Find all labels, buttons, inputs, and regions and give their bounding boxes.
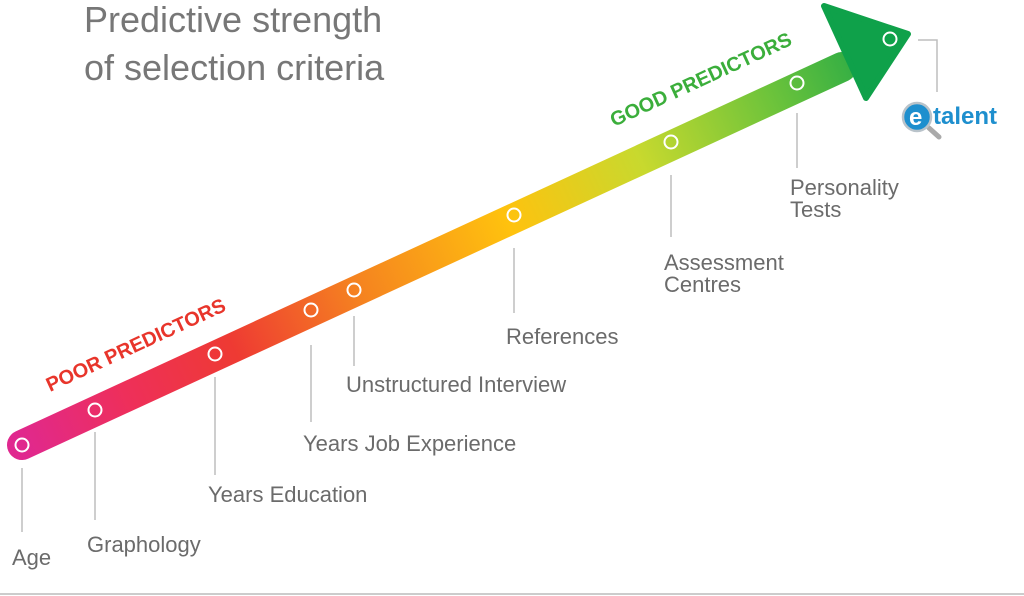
- criterion-marker: [346, 282, 362, 298]
- logo-word: talent: [933, 103, 997, 130]
- criterion-marker: [506, 207, 522, 223]
- criterion-label-references: References: [506, 324, 619, 349]
- criterion-label-years-job-experience: Years Job Experience: [303, 431, 516, 456]
- logo-letter-e: e: [909, 104, 922, 131]
- criterion-age: Age: [12, 437, 51, 570]
- criterion-label-graphology: Graphology: [87, 532, 201, 557]
- criterion-unstructured-interview: Unstructured Interview: [346, 282, 566, 397]
- criterion-personality-tests: Personality Tests: [789, 75, 899, 222]
- logo-leader-line: [918, 39, 938, 92]
- criterion-graphology: Graphology: [87, 402, 201, 557]
- criterion-years-job-experience: Years Job Experience: [303, 302, 516, 456]
- logo-pointer: [882, 31, 938, 92]
- progress-arrow-shaft: [7, 52, 857, 460]
- criterion-label-age: Age: [12, 545, 51, 570]
- criterion-marker: [882, 31, 898, 47]
- criterion-label-assessment-centres-2: Centres: [664, 272, 741, 297]
- criterion-marker: [303, 302, 319, 318]
- criterion-marker: [14, 437, 30, 453]
- criterion-assessment-centres: Assessment Centres: [663, 134, 784, 297]
- criterion-label-assessment-centres-1: Assessment: [664, 250, 784, 275]
- criterion-marker: [87, 402, 103, 418]
- criterion-references: References: [506, 207, 619, 349]
- magnifier-icon: [926, 125, 942, 140]
- criterion-marker: [663, 134, 679, 150]
- etalent-logo: e talent: [901, 101, 997, 140]
- criterion-marker: [789, 75, 805, 91]
- criterion-label-personality-tests-1: Personality: [790, 175, 899, 200]
- title-line-1: Predictive strength: [84, 0, 382, 40]
- criterion-label-personality-tests-2: Tests: [790, 197, 841, 222]
- criterion-label-years-education: Years Education: [208, 482, 367, 507]
- progress-arrow-head: [821, 3, 911, 101]
- criterion-years-education: Years Education: [207, 346, 367, 507]
- criterion-marker: [207, 346, 223, 362]
- title-line-2: of selection criteria: [84, 47, 385, 88]
- criterion-label-unstructured-interview: Unstructured Interview: [346, 372, 566, 397]
- magnifier-lens: [901, 101, 933, 133]
